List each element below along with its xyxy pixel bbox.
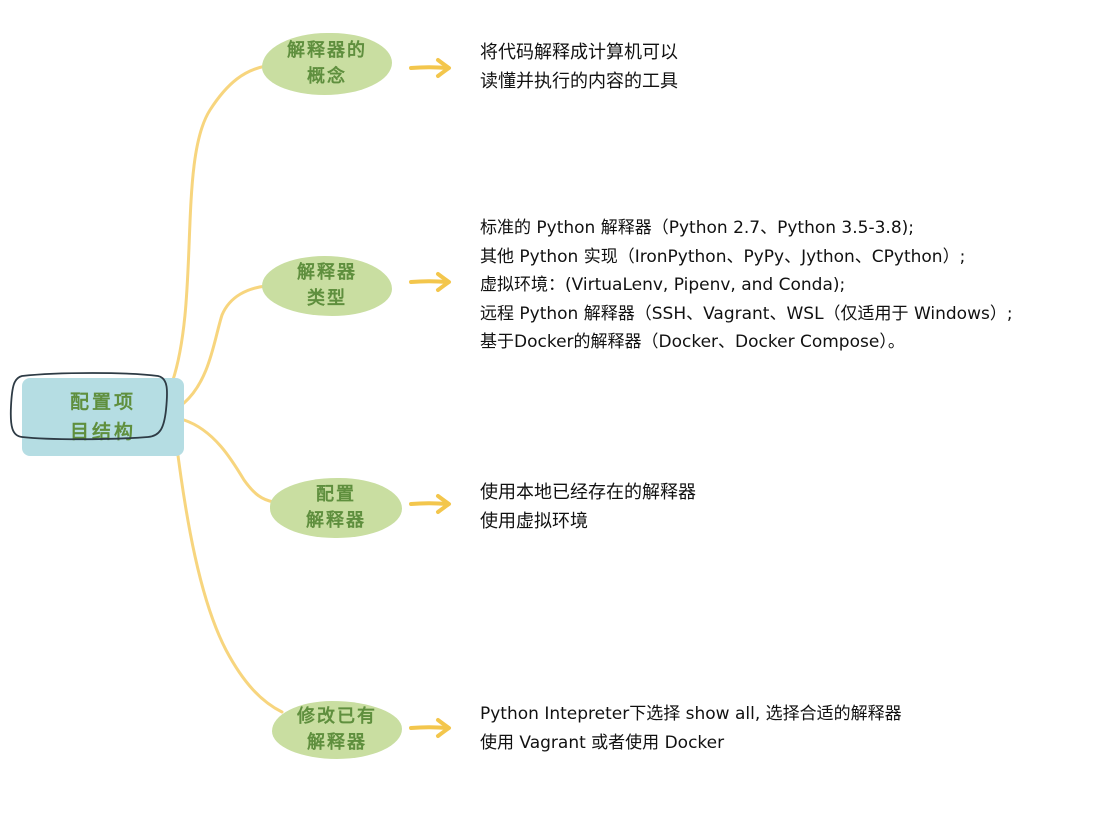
detail-modify-interpreter: Python Intepreter下选择 show all, 选择合适的解释器 … — [480, 700, 902, 758]
topic-interpreter-concept: 解释器的 概念 — [262, 33, 392, 95]
detail-line: 将代码解释成计算机可以 — [480, 42, 678, 63]
right-arrow-icon — [409, 272, 451, 292]
topic-line: 解释器的 — [287, 40, 367, 61]
topic-line: 配置 — [316, 484, 356, 505]
connector-to-modify — [174, 438, 284, 714]
detail-line: 读懂并执行的内容的工具 — [480, 71, 678, 92]
detail-interpreter-types: 标准的 Python 解释器（Python 2.7、Python 3.5-3.8… — [480, 214, 1013, 357]
detail-line: 使用虚拟环境 — [480, 511, 588, 532]
topic-line: 类型 — [307, 288, 347, 309]
detail-line: Python Intepreter下选择 show all, 选择合适的解释器 — [480, 704, 902, 724]
topic-line: 解释器 — [297, 262, 357, 283]
detail-line: 虚拟环境：(VirtuaLenv, Pipenv, and Conda); — [480, 275, 846, 296]
connector-to-types — [182, 284, 268, 405]
detail-line: 使用本地已经存在的解释器 — [480, 482, 696, 503]
right-arrow-icon — [409, 58, 451, 78]
topic-configure-interpreter: 配置 解释器 — [270, 478, 402, 538]
detail-configure-interpreter: 使用本地已经存在的解释器 使用虚拟环境 — [480, 478, 696, 536]
root-line-1: 配置项 — [69, 391, 136, 413]
topic-line: 解释器 — [306, 510, 366, 531]
detail-line: 基于Docker的解释器（Docker、Docker Compose）。 — [480, 332, 905, 353]
detail-interpreter-concept: 将代码解释成计算机可以 读懂并执行的内容的工具 — [480, 38, 678, 96]
connector-to-concept — [170, 64, 268, 385]
topic-modify-interpreter: 修改已有 解释器 — [272, 701, 402, 759]
root-node: 配置项 目结构 — [22, 378, 184, 456]
right-arrow-icon — [409, 718, 451, 738]
topic-interpreter-types: 解释器 类型 — [262, 256, 392, 316]
topic-line: 修改已有 — [297, 706, 377, 727]
right-arrow-icon — [409, 494, 451, 514]
connector-to-config — [182, 418, 276, 504]
detail-line: 使用 Vagrant 或者使用 Docker — [480, 733, 725, 753]
detail-line: 远程 Python 解释器（SSH、Vagrant、WSL（仅适用于 Windo… — [480, 303, 1013, 324]
root-sketch-outline — [9, 372, 168, 441]
topic-line: 解释器 — [307, 732, 367, 753]
detail-line: 其他 Python 实现（IronPython、PyPy、Jython、CPyt… — [480, 246, 966, 267]
root-line-2: 目结构 — [69, 421, 136, 443]
topic-line: 概念 — [307, 66, 347, 87]
detail-line: 标准的 Python 解释器（Python 2.7、Python 3.5-3.8… — [480, 218, 914, 238]
